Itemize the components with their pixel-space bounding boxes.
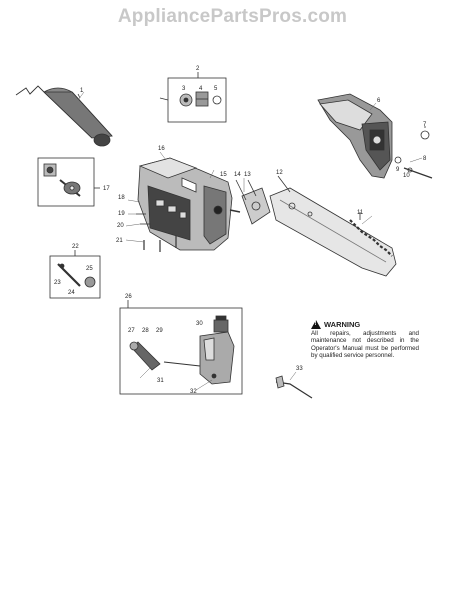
guard-cover-part — [317, 93, 433, 179]
callout-22: 22 — [72, 244, 79, 250]
callout-2: 2 — [196, 66, 200, 72]
callout-labels: 1 2 3 4 5 6 7 8 9 10 11 12 13 14 15 16 1… — [54, 66, 427, 395]
callout-24: 24 — [68, 290, 75, 296]
callout-16: 16 — [158, 146, 165, 152]
warning-triangle-icon — [311, 320, 321, 329]
callout-31: 31 — [157, 378, 164, 384]
warning-title: WARNING — [324, 319, 361, 329]
callout-21: 21 — [116, 238, 123, 244]
callout-17: 17 — [103, 186, 110, 192]
callout-28: 28 — [142, 328, 149, 334]
callout-19: 19 — [118, 211, 125, 217]
callout-10: 10 — [403, 173, 410, 179]
warning-heading: WARNING — [311, 320, 419, 329]
callout-33: 33 — [296, 366, 303, 372]
callout-30: 30 — [196, 321, 203, 327]
guide-bar-part — [269, 175, 397, 277]
pole-part — [15, 85, 113, 147]
callout-3: 3 — [182, 86, 186, 92]
callout-23: 23 — [54, 280, 61, 286]
warning-text: All repairs, adjustments and maintenance… — [311, 330, 419, 360]
callout-29: 29 — [156, 328, 163, 334]
inset-box-22 — [49, 250, 101, 299]
callout-11: 11 — [357, 210, 364, 216]
callout-27: 27 — [128, 328, 135, 334]
callout-8: 8 — [423, 156, 427, 162]
wrench-part — [275, 375, 313, 399]
leader-lines — [77, 91, 423, 391]
guide-plate-part — [235, 179, 271, 225]
callout-4: 4 — [199, 86, 203, 92]
callout-7: 7 — [423, 122, 427, 128]
callout-6: 6 — [377, 98, 381, 104]
callout-32: 32 — [190, 389, 197, 395]
callout-13: 13 — [244, 172, 251, 178]
watermark: AppliancePartsPros.com — [117, 6, 348, 27]
inset-box-2 — [159, 72, 227, 123]
callout-25: 25 — [86, 266, 93, 272]
inset-box-26 — [119, 300, 243, 395]
callout-15: 15 — [220, 172, 227, 178]
inset-box-17 — [37, 157, 100, 207]
callout-12: 12 — [276, 170, 283, 176]
callout-5: 5 — [214, 86, 218, 92]
callout-1: 1 — [80, 88, 84, 94]
callout-18: 18 — [118, 195, 125, 201]
callout-20: 20 — [117, 223, 124, 229]
motor-housing-part — [136, 157, 241, 252]
warning-note: WARNING All repairs, adjustments and mai… — [311, 320, 419, 360]
callout-9: 9 — [396, 167, 400, 173]
callout-26: 26 — [125, 294, 132, 300]
callout-14: 14 — [234, 172, 241, 178]
